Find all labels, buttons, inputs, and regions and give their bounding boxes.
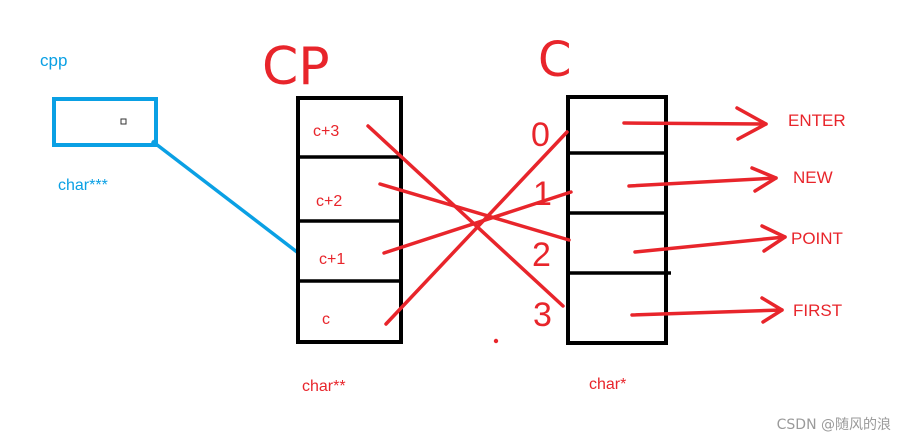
arrow-to-enter bbox=[622, 106, 768, 141]
c-title: C bbox=[538, 32, 572, 88]
c-index-1: 1 bbox=[533, 175, 552, 213]
c-index-0: 0 bbox=[531, 116, 550, 154]
pointer-c-plus-1 bbox=[382, 190, 573, 255]
cp-cell-3: c bbox=[322, 311, 330, 328]
c-index-3: 3 bbox=[533, 296, 552, 334]
pointer-c bbox=[384, 130, 569, 326]
stray-dot bbox=[493, 338, 499, 344]
cp-to-c-pointers bbox=[366, 124, 573, 326]
c-array bbox=[566, 95, 671, 345]
cp-array bbox=[296, 96, 403, 344]
cpp-box bbox=[52, 97, 158, 147]
string-new: NEW bbox=[793, 168, 833, 187]
cpp-label: cpp bbox=[40, 51, 67, 70]
arrow-to-point bbox=[633, 224, 787, 254]
watermark: CSDN @随风的浪 bbox=[776, 417, 891, 433]
cp-cell-1: c+2 bbox=[316, 193, 342, 210]
cpp-pointer-dot bbox=[120, 118, 127, 125]
cpp-to-cp-arrow bbox=[150, 139, 299, 254]
pointer-c-plus-2 bbox=[378, 182, 571, 242]
arrow-to-first bbox=[630, 296, 784, 324]
cpp-type-label: char*** bbox=[58, 177, 108, 194]
pointer-c-plus-3 bbox=[366, 124, 565, 308]
c-to-string-arrows bbox=[622, 106, 787, 324]
cp-cell-0: c+3 bbox=[313, 123, 339, 140]
c-array-border bbox=[566, 95, 668, 345]
c-index-2: 2 bbox=[532, 236, 551, 274]
string-first: FIRST bbox=[793, 301, 842, 320]
cp-cell-2: c+1 bbox=[319, 251, 345, 268]
cp-title: CP bbox=[262, 37, 330, 97]
arrow-to-new bbox=[627, 166, 778, 193]
c-type-label: char* bbox=[589, 376, 626, 393]
cp-type-label: char** bbox=[302, 378, 346, 395]
string-enter: ENTER bbox=[788, 111, 846, 130]
string-point: POINT bbox=[791, 229, 843, 248]
